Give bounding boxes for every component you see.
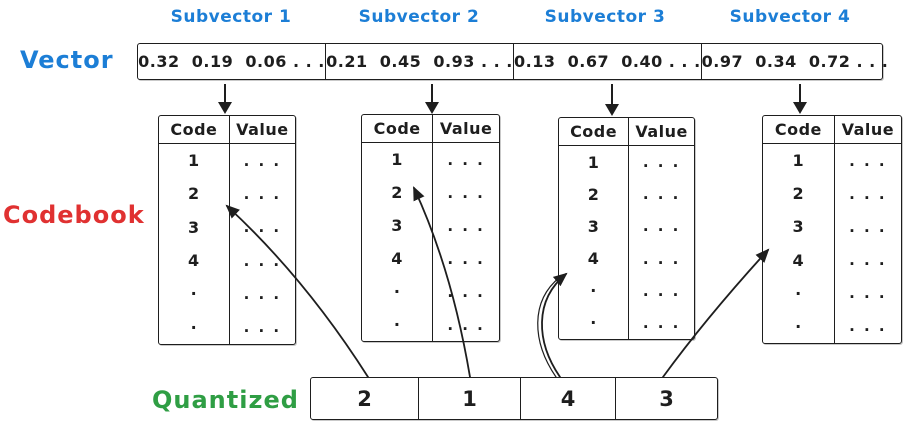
code-cell: 3: [362, 209, 434, 242]
value-cell: . . .: [849, 317, 887, 336]
code-cell-selected: 3: [763, 210, 835, 244]
quantized-label: Quantized: [152, 386, 299, 414]
value-cell: . . .: [243, 151, 282, 170]
code-cell: ·: [159, 310, 230, 344]
value-cell: . . .: [849, 284, 887, 303]
value-cell: . . .: [849, 251, 887, 270]
value-cell: . . .: [849, 151, 887, 170]
down-arrow-1: [218, 84, 232, 114]
value-cell: . . .: [447, 216, 485, 235]
value-cell: . . .: [642, 249, 681, 268]
value-cell: . . .: [243, 284, 282, 303]
subvector-1-label: Subvector 1: [170, 7, 292, 27]
vector-label: Vector: [20, 46, 114, 74]
vector-box: 0.32 0.19 0.06 . . . 0.21 0.45 0.93 . . …: [137, 43, 888, 80]
value-cell: . . .: [642, 281, 681, 300]
down-arrow-3: [605, 84, 619, 116]
codebook-table-1: Code Value 1 . . . 2 . . . 3 . . . 4 . . . ·…: [158, 115, 296, 345]
code-cell: 2: [362, 176, 434, 209]
value-cell: . . .: [243, 318, 282, 337]
code-cell: ·: [362, 308, 434, 341]
code-cell: 2: [763, 177, 835, 211]
value-header: Value: [629, 118, 694, 146]
code-header: Code: [763, 116, 835, 144]
value-cell: . . .: [447, 315, 485, 334]
code-cell-selected: 4: [559, 242, 630, 275]
down-arrow-2: [425, 84, 439, 114]
code-cell: 4: [763, 243, 835, 277]
subvector-3-label: Subvector 3: [544, 7, 666, 27]
code-cell: 2: [559, 178, 630, 211]
code-header: Code: [362, 115, 434, 143]
codebook-table-2: Code Value 1 . . . 2 . . . 3 . . . 4 . . . ·…: [361, 114, 500, 342]
subvector-1-values: 0.32 0.19 0.06 . . .: [138, 44, 326, 79]
subvector-4-label: Subvector 4: [729, 7, 851, 27]
quantized-cell-1: 2: [311, 378, 419, 419]
code-cell: 1: [559, 146, 630, 179]
value-cell: . . .: [642, 185, 681, 204]
code-cell: 3: [159, 210, 230, 244]
value-header: Value: [433, 115, 499, 143]
code-cell: ·: [159, 277, 230, 311]
value-cell: . . .: [849, 184, 887, 203]
down-arrow-4: [793, 84, 807, 114]
quantized-cell-4: 3: [659, 386, 674, 411]
codebook-table-4: Code Value 1 . . . 2 . . . 3 . . . 4 . . . ·…: [762, 115, 902, 344]
value-cell: . . .: [447, 282, 485, 301]
mapping-arrow-code4-second-stroke: [537, 276, 561, 378]
value-cell: . . .: [447, 183, 485, 202]
code-cell: 4: [362, 242, 434, 275]
value-cell: . . .: [447, 249, 485, 268]
value-cell: . . .: [642, 313, 681, 332]
code-cell: 4: [159, 243, 230, 278]
subvector-3-values: 0.13 0.67 0.40 . . .: [514, 44, 702, 79]
code-cell: ·: [763, 309, 835, 344]
code-cell: ·: [763, 276, 835, 310]
value-cell: . . .: [243, 218, 282, 237]
value-cell: . . .: [243, 184, 282, 203]
quantized-cell-3: 4: [521, 378, 616, 419]
code-cell: ·: [559, 274, 630, 307]
value-header: Value: [229, 116, 295, 144]
code-cell-selected: 2: [159, 177, 230, 211]
code-cell-selected: 1: [362, 143, 434, 176]
codebook-table-3: Code Value 1 . . . 2 . . . 3 . . . 4 . . . ·…: [558, 117, 695, 340]
code-cell: 1: [159, 144, 230, 178]
code-cell: 1: [763, 144, 835, 178]
quantized-box: 2 1 4 3: [310, 377, 718, 420]
value-header: Value: [834, 116, 901, 144]
code-cell: ·: [559, 306, 630, 340]
code-cell: 3: [559, 210, 630, 243]
value-cell: . . .: [642, 153, 681, 172]
code-cell: ·: [362, 275, 434, 308]
subvector-2-label: Subvector 2: [358, 7, 480, 27]
value-cell: . . .: [243, 251, 282, 270]
codebook-label: Codebook: [3, 201, 145, 229]
value-cell: . . .: [447, 150, 485, 169]
subvector-2-values: 0.21 0.45 0.93 . . .: [326, 44, 514, 79]
code-header: Code: [559, 118, 630, 146]
code-header: Code: [159, 116, 230, 144]
value-cell: . . .: [642, 217, 681, 236]
quantized-cell-2: 1: [419, 378, 521, 419]
value-cell: . . .: [849, 217, 887, 236]
subvector-4-values: 0.97 0.34 0.72 . . .: [701, 52, 889, 71]
